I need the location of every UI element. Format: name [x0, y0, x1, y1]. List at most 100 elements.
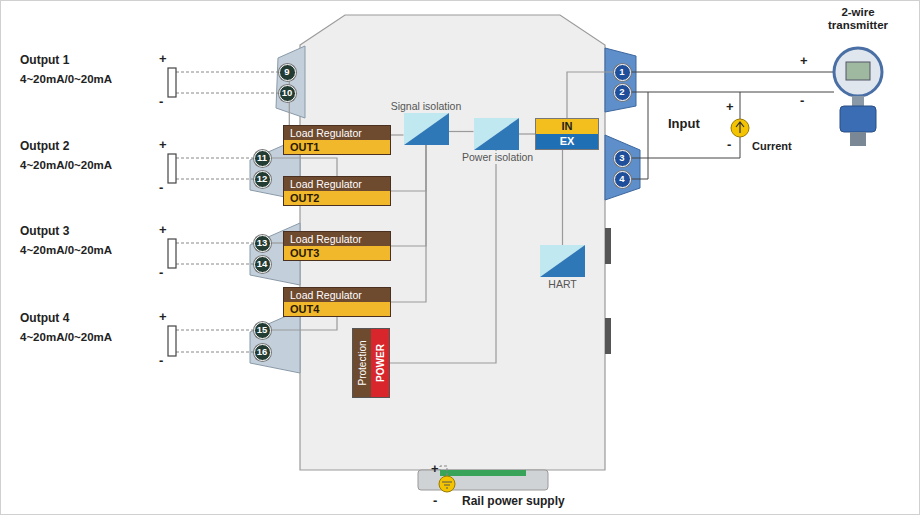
transmitter-head: [834, 48, 882, 96]
source-name: Current: [752, 140, 792, 152]
transmitter-display: [846, 62, 870, 80]
block-name: Power isolation: [460, 151, 535, 164]
block-name: Protection: [357, 340, 368, 385]
resistor-symbol: [168, 326, 176, 356]
output-name: Output 3: [20, 224, 69, 238]
terminal-number: 2: [615, 85, 630, 99]
terminal-number: 13: [255, 236, 270, 250]
side-notch: [605, 228, 611, 264]
resistor-symbol: [168, 68, 176, 97]
signal-wire: [271, 317, 338, 330]
supply-name: Rail power supply: [462, 494, 565, 508]
wire: [176, 352, 253, 353]
polarity-sign: -: [159, 354, 163, 368]
device-name: 2-wire transmitter: [818, 6, 898, 32]
wire: [631, 72, 834, 73]
signal-wire: [391, 145, 426, 246]
terminal-circle: 12: [254, 171, 271, 188]
block-name: Load Regulator: [284, 288, 390, 302]
isolator-dark: [404, 113, 449, 145]
signal-wire: [519, 133, 536, 134]
wire: [176, 330, 253, 331]
power-box: Protection POWER: [352, 328, 390, 398]
transmitter-neck: [852, 96, 864, 106]
terminal-block: [250, 310, 300, 373]
isolator-dark: [474, 118, 519, 150]
load-regulator-box: Load RegulatorOUT4: [283, 287, 391, 317]
signal-range: 4~20mA/0~20mA: [20, 73, 112, 85]
block-name: Load Regulator: [284, 232, 390, 246]
signal-wire: [391, 134, 404, 135]
terminal-circle: 3: [614, 150, 631, 167]
isolator-light: [404, 113, 449, 145]
polarity-sign: +: [726, 100, 734, 114]
terminal-number: 12: [255, 172, 270, 186]
signal-wire: [390, 150, 496, 363]
terminal-number: 11: [255, 151, 270, 165]
wire: [740, 92, 741, 119]
polarity-sign: +: [159, 223, 167, 237]
polarity-sign: -: [159, 181, 163, 195]
channel-name: OUT4: [284, 302, 390, 316]
block-name: POWER: [375, 344, 386, 382]
terminal-circle: 2: [614, 84, 631, 101]
polarity-sign: +: [159, 138, 167, 152]
signal-wire: [271, 158, 338, 176]
signal-range: 4~20mA/0~20mA: [20, 159, 112, 171]
rail-bus-board: [440, 470, 526, 476]
signal-range: 4~20mA/0~20mA: [20, 244, 112, 256]
isolator-symbol: [540, 245, 585, 277]
wire: [631, 92, 834, 93]
signal-wire: [391, 145, 426, 302]
terminal-circle: 16: [254, 344, 271, 361]
terminal-circle: 9: [279, 64, 296, 81]
isolator-light: [474, 118, 519, 150]
isolator-symbol: [404, 113, 449, 145]
wire: [631, 92, 648, 179]
polarity-sign: -: [727, 138, 731, 152]
isolator-block: Power isolation: [460, 118, 532, 164]
polarity-sign: +: [431, 462, 439, 476]
isolator-block: HART: [540, 245, 585, 291]
terminal-circle: 11: [254, 150, 271, 167]
polarity-sign: -: [433, 494, 437, 508]
isolator-symbol: [474, 118, 519, 150]
signal-wire: [271, 242, 284, 243]
wire: [176, 179, 253, 180]
block-name: Load Regulator: [284, 126, 390, 140]
signal-wire: [562, 150, 563, 245]
wire: [176, 158, 253, 159]
terminal-number: 3: [615, 151, 630, 165]
resistor-symbol: [168, 239, 176, 268]
side-notch: [605, 318, 611, 354]
wire: [176, 264, 253, 265]
terminal-block: [605, 135, 640, 200]
terminal-circle: 10: [279, 85, 296, 102]
output-name: Output 4: [20, 311, 69, 325]
power-band: Protection: [353, 329, 371, 397]
polarity-sign: -: [159, 95, 163, 109]
transmitter-fitting: [850, 132, 866, 146]
terminal-circle: 1: [614, 64, 631, 81]
signal-range: 4~20mA/0~20mA: [20, 331, 112, 343]
earth-symbol: [442, 482, 452, 488]
current-source-symbol: [731, 119, 749, 137]
port-name: Input: [668, 116, 700, 131]
terminal-number: 4: [615, 172, 630, 186]
block-name: Load Regulator: [284, 177, 390, 191]
input-box: INEX: [535, 118, 599, 150]
terminal-number: 9: [280, 65, 295, 79]
signal-wire: [391, 145, 426, 191]
power-source-symbol: [439, 476, 455, 492]
resistor-symbol: [168, 154, 176, 183]
isolator-light: [540, 245, 585, 277]
block-name: Signal isolation: [389, 100, 464, 113]
wire: [176, 243, 253, 244]
transmitter-body: [840, 106, 876, 132]
terminal-number: 15: [255, 323, 270, 337]
terminal-block: [605, 48, 636, 112]
terminal-number: 16: [255, 345, 270, 359]
wire: [176, 72, 278, 73]
polarity-sign: -: [800, 94, 804, 108]
